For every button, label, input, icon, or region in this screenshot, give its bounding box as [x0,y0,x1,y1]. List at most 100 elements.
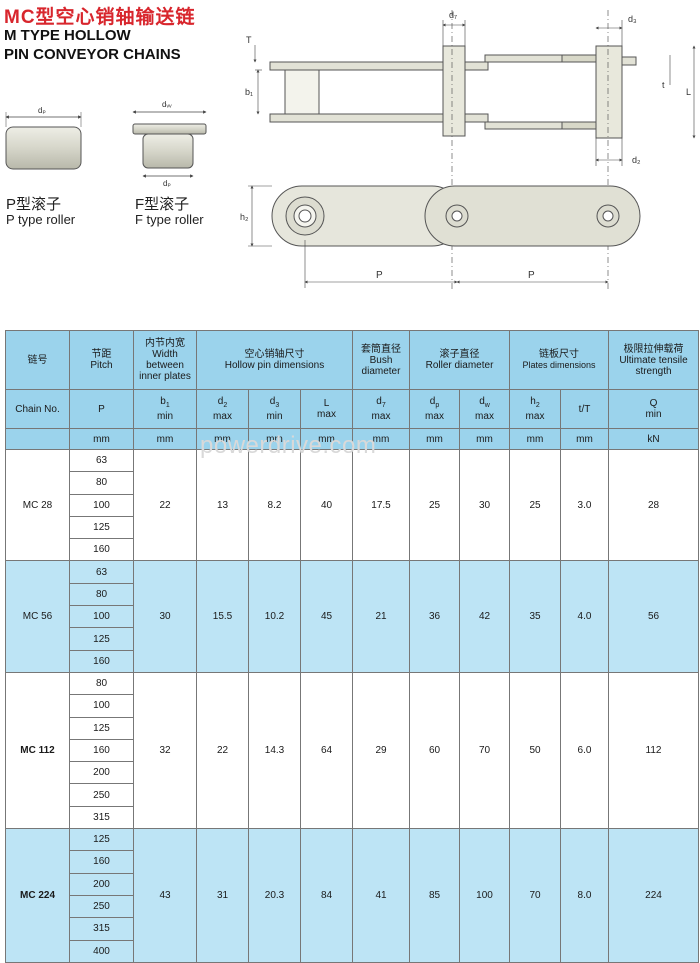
pitch-cell: 125 [69,627,134,651]
side-view-dimension-lines [248,185,609,288]
unit-cell: mm [133,428,197,450]
title-english: M TYPE HOLLOW PIN CONVEYOR CHAINS [4,26,181,64]
dim-P-label-2: P [528,270,535,281]
header-chain-cn: 链号 [5,330,70,390]
pitch-cell: 400 [69,939,134,963]
unit-cell: mm [459,428,510,450]
pitch-cell: 315 [69,917,134,941]
value-cell-dw: 42 [459,560,510,673]
unit-cell: mm [300,428,353,450]
chain-side-view [271,185,641,247]
pitch-cell: 315 [69,805,134,830]
pitch-cell: 160 [69,538,134,562]
pitch-cell: 80 [69,582,134,607]
unit-cell: mm [196,428,249,450]
title-chinese: MC型空心销轴输送链 [4,7,196,28]
p-roller-caption-cn: P型滚子 [6,196,62,213]
unit-cell: mm [409,428,460,450]
pitch-cell: 200 [69,872,134,896]
value-cell-Q: 28 [608,448,700,562]
chain-name-cell: MC 112 [5,671,70,830]
value-cell-dp: 85 [409,828,460,963]
value-cell-Q: 56 [608,560,700,673]
value-cell-Q: 112 [608,671,700,830]
value-cell-L: 40 [300,448,353,562]
value-cell-h2: 35 [509,560,561,673]
table-row: 100 [6,605,699,629]
title-english-line2: PIN CONVEYOR CHAINS [4,46,181,63]
value-cell-b1: 22 [133,448,197,562]
table-row: 125 [6,716,699,740]
dim-b1-label: b₁ [245,87,253,97]
unit-cell: mm [248,428,301,450]
value-cell-h2: 70 [509,828,561,963]
table-row: 100 [6,493,699,517]
table-row: 80 [6,582,699,607]
p-roller-dp-label: dₚ [38,106,46,115]
pitch-cell: 250 [69,783,134,807]
table-row: 160 [6,738,699,763]
pitch-cell: 80 [69,671,134,696]
dim-d7-label: d₇ [449,10,457,20]
table-row: 160 [6,649,699,673]
f-roller-dp-label: dₚ [163,179,171,188]
dim-d2-label: d₂ [632,155,641,165]
pitch-cell: 125 [69,828,134,852]
value-cell-h2: 25 [509,448,561,562]
value-cell-d3: 8.2 [248,448,301,562]
f-roller-caption: F型滚子 F type roller [135,197,204,227]
value-cell-d3: 10.2 [248,560,301,673]
value-cell-d2: 31 [196,828,249,963]
dim-L-label: L [686,87,691,97]
f-roller-caption-cn: F型滚子 [135,196,190,213]
value-cell-L: 45 [300,560,353,673]
unit-cell: mm [352,428,410,450]
value-cell-dw: 70 [459,671,510,830]
header-units-blank [5,428,70,450]
value-cell-dp: 36 [409,560,460,673]
value-cell-d2: 13 [196,448,249,562]
value-cell-d3: 20.3 [248,828,301,963]
p-roller-drawing [5,112,82,170]
value-cell-d2: 22 [196,671,249,830]
table-row: 160 [6,538,699,562]
header-tT: t/T [559,389,610,429]
pitch-cell: 100 [69,605,134,629]
chain-name-cell: MC 28 [5,448,70,562]
dim-P-label-1: P [376,270,383,281]
table-row: 125 [6,627,699,651]
value-cell-tT: 6.0 [559,671,610,830]
value-cell-d7: 17.5 [352,448,410,562]
table-row: 200 [6,761,699,785]
value-cell-tT: 3.0 [559,448,610,562]
chain-name-cell: MC 224 [5,828,70,963]
table-row: 315 [6,805,699,830]
chain-top-view [269,45,637,139]
pitch-cell: 200 [69,761,134,785]
pitch-cell: 160 [69,738,134,763]
value-cell-d7: 21 [352,560,410,673]
unit-cell: kN [608,428,700,450]
pitch-cell: 63 [69,448,134,473]
value-cell-d7: 29 [352,671,410,830]
table-row: 125 [6,515,699,540]
pitch-cell: 160 [69,649,134,673]
f-roller-drawing [132,110,207,178]
table-row: 200 [6,872,699,896]
title-english-line1: M TYPE HOLLOW [4,27,131,44]
value-cell-tT: 4.0 [559,560,610,673]
table-row: 250 [6,783,699,807]
pitch-cell: 100 [69,493,134,517]
